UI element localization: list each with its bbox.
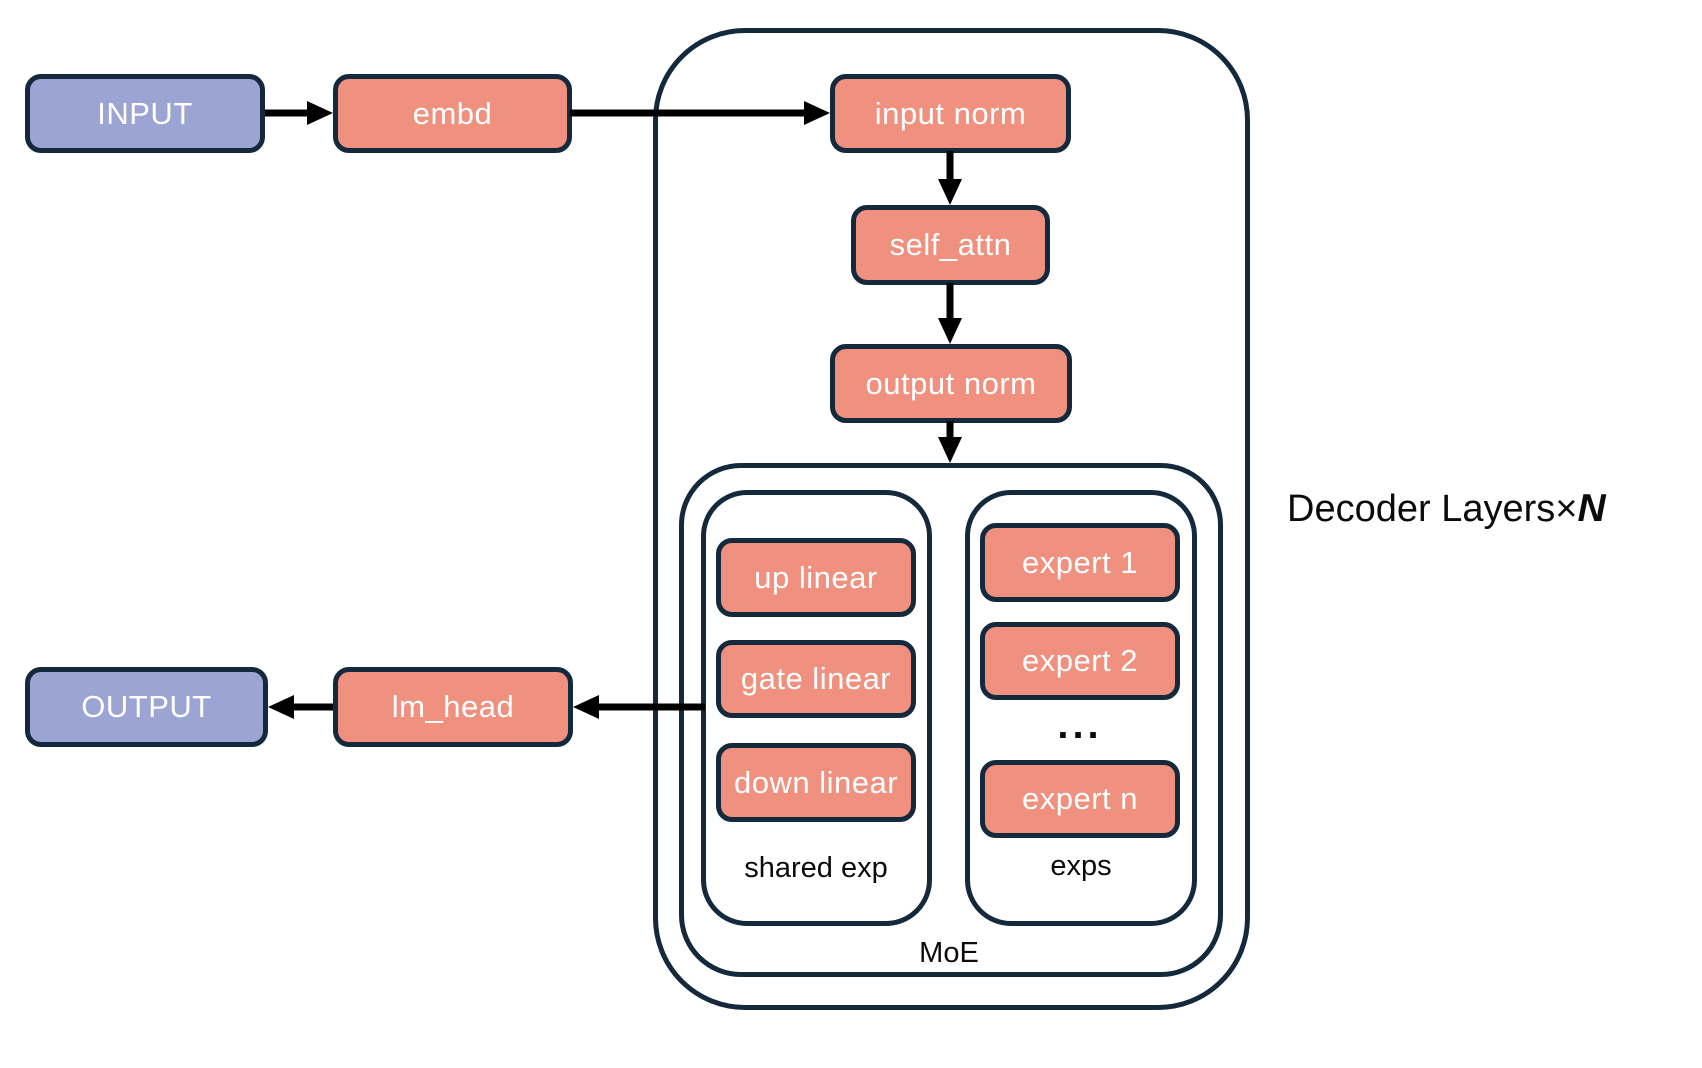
arrow-lm-head-to-output	[268, 695, 333, 719]
decoder-layers-text: Decoder Layers	[1287, 488, 1556, 530]
gate-linear-block: gate linear	[716, 640, 916, 718]
output-node: OUTPUT	[25, 667, 268, 747]
input-node: INPUT	[25, 74, 265, 153]
input-norm-block: input norm	[830, 74, 1071, 153]
exps-label: exps	[1050, 850, 1112, 882]
self-attn-block: self_attn	[851, 205, 1050, 285]
expert-1-block: expert 1	[980, 523, 1180, 602]
repeat-count-variable: N	[1577, 487, 1606, 530]
moe-label: MoE	[919, 937, 979, 969]
arrow-input-to-embd	[265, 101, 333, 125]
decoder-layers-container	[653, 28, 1250, 1010]
decoder-layers-label: Decoder Layers×N	[1287, 486, 1606, 532]
moe-container	[679, 463, 1223, 977]
expert-n-block: expert n	[980, 760, 1180, 838]
shared-exp-label: shared exp	[744, 852, 888, 884]
embd-block: embd	[333, 74, 572, 153]
experts-ellipsis: ...	[1057, 703, 1103, 747]
lm-head-block: lm_head	[333, 667, 573, 747]
up-linear-block: up linear	[716, 538, 916, 617]
times-sign: ×	[1555, 488, 1578, 530]
down-linear-block: down linear	[716, 743, 916, 822]
output-norm-block: output norm	[830, 344, 1072, 423]
exps-container	[965, 490, 1197, 926]
expert-2-block: expert 2	[980, 622, 1180, 700]
